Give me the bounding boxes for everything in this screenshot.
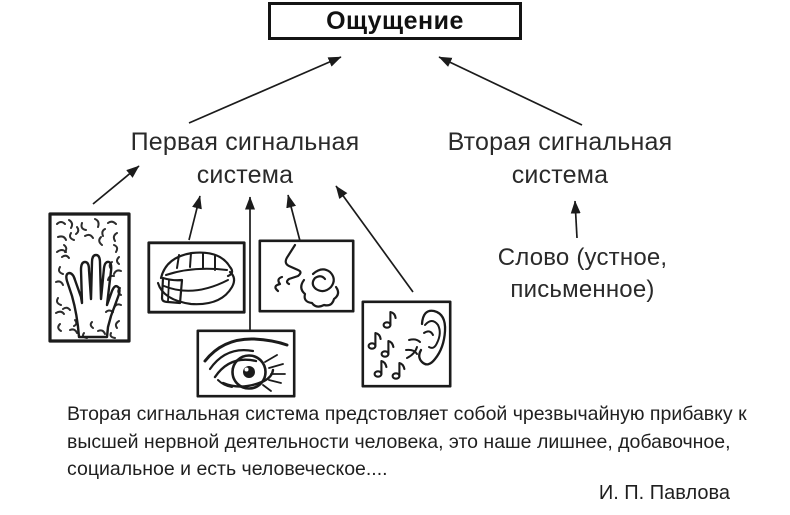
quote-attribution: И. П. Павлова [598, 482, 730, 504]
second-system-line2: система [511, 161, 609, 189]
second-signal-system-label: Вторая сигнальная система [425, 126, 695, 192]
hand-icon [48, 212, 131, 343]
arrow-nose-to-first [286, 194, 301, 242]
nose-icon [258, 239, 355, 313]
quote-line-1: Вторая сигнальная система предстовляет с… [67, 403, 747, 425]
ear-icon [361, 300, 452, 388]
quote-line-3: социальное и есть человеческое.... [67, 458, 388, 480]
sensation-box: Ощущение [268, 2, 522, 40]
mouth-icon [147, 241, 246, 314]
word-line1: Слово (устное, [497, 244, 668, 271]
first-signal-system-label: Первая сигнальная система [110, 126, 380, 192]
ear-hearing-image [361, 300, 452, 388]
eye-vision-image [196, 329, 296, 398]
hand-touch-image [48, 212, 131, 343]
sensation-title: Ощущение [326, 6, 464, 35]
quote-line-2: высшей нервной деятельности человека, эт… [67, 430, 731, 453]
music-notes [367, 310, 406, 380]
quote-text: Вторая сигнальная система предстовляет с… [67, 401, 762, 484]
arrow-word-to-second [570, 200, 581, 239]
first-system-line2: система [196, 161, 294, 189]
word-line2: письменное) [510, 276, 655, 303]
nose-smell-image [258, 239, 355, 313]
arrow-mouth-to-first [188, 195, 202, 241]
first-system-line1: Первая сигнальная [130, 128, 360, 156]
eye-icon [196, 329, 296, 398]
mouth-taste-image [147, 241, 246, 314]
arrow-first-to-sensation [188, 56, 342, 124]
word-node-label: Слово (устное, письменное) [455, 242, 710, 306]
arrow-second-to-sensation [438, 56, 583, 126]
second-system-line1: Вторая сигнальная [447, 128, 673, 156]
